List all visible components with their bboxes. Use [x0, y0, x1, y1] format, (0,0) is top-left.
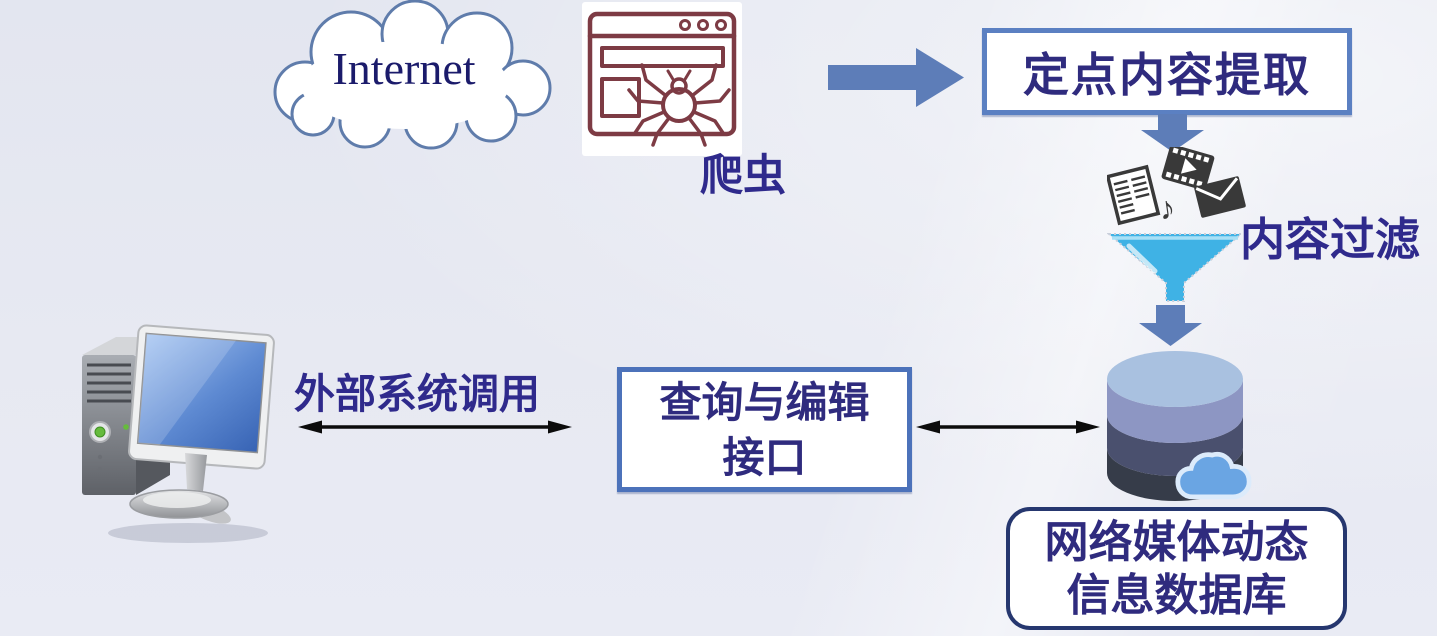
flow-arrow-right-icon — [828, 48, 964, 107]
interface-label-line2: 接口 — [722, 433, 807, 481]
crawler-panel — [582, 2, 742, 156]
internet-cloud-icon — [273, 0, 552, 150]
extraction-box-label: 定点内容提取 — [1023, 48, 1311, 101]
double-arrow-icon — [298, 420, 572, 434]
extraction-box: 定点内容提取 — [982, 28, 1352, 115]
database-label-line1: 网络媒体动态 — [1044, 517, 1309, 567]
interface-box: 查询与编辑 接口 — [617, 367, 912, 492]
media-files-icon: ♪ — [1107, 147, 1246, 227]
svg-text:♪: ♪ — [1156, 189, 1177, 227]
down-arrow-icon — [1141, 114, 1204, 152]
internet-label: Internet — [332, 43, 476, 94]
down-arrow-icon — [1139, 305, 1202, 346]
cloud-storage-icon — [1175, 452, 1252, 500]
interface-label-line1: 查询与编辑 — [659, 378, 870, 426]
crawler-browser-spider-icon — [587, 11, 737, 147]
crawler-label: 爬虫 — [700, 152, 786, 200]
double-arrow-icon — [916, 420, 1100, 434]
database-label-line2: 信息数据库 — [1066, 570, 1287, 620]
desktop-computer-icon — [82, 324, 275, 543]
funnel-icon — [1107, 233, 1243, 302]
external-call-label: 外部系统调用 — [294, 371, 540, 417]
database-label-box: 网络媒体动态 信息数据库 — [1006, 507, 1347, 630]
content-filter-label: 内容过滤 — [1240, 214, 1421, 265]
